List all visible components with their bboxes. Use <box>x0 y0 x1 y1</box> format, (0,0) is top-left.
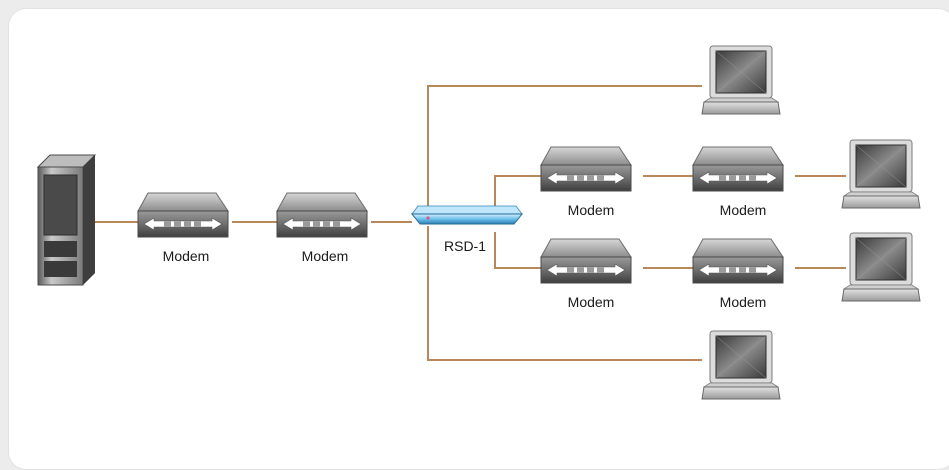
server-icon <box>36 154 97 286</box>
modem-icon-3 <box>540 146 632 192</box>
computer-icon-top <box>701 45 781 115</box>
modem-icon-1 <box>137 192 229 238</box>
link-hub-modem5 <box>494 232 541 269</box>
link-hub-modem3 <box>494 175 541 212</box>
hub-icon <box>410 205 524 225</box>
computer-icon-bottom <box>701 330 781 400</box>
modem-icon-4 <box>692 146 784 192</box>
link-hub-pc-bottom <box>427 226 702 361</box>
modem-label-5: Modem <box>567 294 615 310</box>
modem-label-4: Modem <box>719 202 767 218</box>
computer-icon-mid-upper <box>841 139 921 209</box>
modem-icon-5 <box>540 238 632 284</box>
hub-label: RSD-1 <box>443 238 487 254</box>
connection-lines <box>95 85 846 361</box>
modem-icon-2 <box>276 192 368 238</box>
modem-label-3: Modem <box>567 202 615 218</box>
modem-label-1: Modem <box>162 248 210 264</box>
link-hub-pc-top <box>427 85 702 214</box>
modem-icon-6 <box>692 238 784 284</box>
computer-icon-mid-lower <box>841 232 921 302</box>
modem-label-2: Modem <box>301 248 349 264</box>
modem-label-6: Modem <box>719 294 767 310</box>
